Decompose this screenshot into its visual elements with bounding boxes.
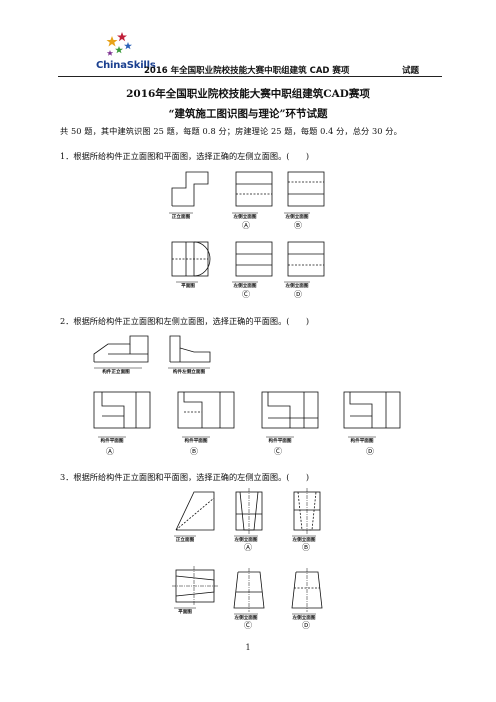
- q2-option-a: Ⓐ: [106, 447, 114, 456]
- q3-left-caption-c: 左侧立面图: [234, 614, 258, 621]
- question-2-figure: 构件正立面图 构件左侧立面图 构件平面图 Ⓐ 构件平面图 Ⓑ 构件平面图 Ⓒ: [93, 335, 319, 456]
- q3-left-caption-d: 左侧立面图: [292, 614, 316, 621]
- q1-left-caption-b: 左侧立面图: [285, 213, 309, 220]
- q2-front-caption: 构件正立面图: [102, 368, 130, 375]
- question-1-text: 1．根据所给构件正立面图和平面图，选择正确的左侧立面图。( ): [60, 151, 310, 161]
- q2-plan-caption-c: 构件平面图: [269, 437, 292, 444]
- question-3-figure: 正立面图 左侧立面图 Ⓐ 左侧立面图 Ⓑ 平面图 左侧立面图 Ⓒ 左侧立面图 Ⓓ: [172, 488, 323, 630]
- q3-left-caption-b: 左侧立面图: [292, 536, 316, 543]
- q2-plan-caption-b: 构件平面图: [185, 437, 208, 444]
- q1-front-caption: 正立面图: [172, 213, 191, 220]
- q2-option-d: Ⓓ: [366, 447, 374, 456]
- q3-option-a: Ⓐ: [244, 543, 252, 552]
- question-2-text: 2．根据所给构件正立面图和左侧立面图，选择正确的平面图。( ): [60, 316, 310, 326]
- q2-left-caption: 构件左侧立面图: [173, 368, 206, 375]
- q1-left-caption-d: 左侧立面图: [285, 282, 309, 289]
- header-title: 2016 年全国职业院校技能大赛中职组建筑 CAD 赛项: [144, 66, 350, 76]
- q3-option-c: Ⓒ: [244, 621, 252, 630]
- q2-option-b: Ⓑ: [190, 447, 198, 456]
- q1-plan-caption: 平面图: [181, 282, 195, 289]
- q1-left-caption-c: 左侧立面图: [233, 282, 257, 289]
- q1-option-b: Ⓑ: [294, 221, 302, 230]
- q2-plan-caption-a: 构件平面图: [101, 437, 124, 444]
- q1-option-c: Ⓒ: [242, 290, 250, 299]
- q3-left-caption-a: 左侧立面图: [234, 536, 258, 543]
- q1-left-caption-a: 左侧立面图: [233, 213, 257, 220]
- q3-plan-caption: 平面图: [178, 608, 192, 615]
- chinaskills-logo-icon: [106, 32, 132, 56]
- q3-front-caption: 正立面图: [176, 536, 195, 543]
- q1-option-d: Ⓓ: [294, 290, 302, 299]
- q1-option-a: Ⓐ: [242, 221, 250, 230]
- document-subtitle: “建筑施工图识图与理论”环节试题: [168, 108, 328, 120]
- q3-option-b: Ⓑ: [302, 543, 310, 552]
- header-label: 试题: [402, 66, 420, 76]
- q2-option-c: Ⓒ: [274, 447, 282, 456]
- header-divider: [58, 76, 442, 77]
- q2-plan-caption-d: 构件平面图: [351, 437, 374, 444]
- document-intro: 共 50 题，其中建筑识图 25 题，每题 0.8 分；房建理论 25 题，每题…: [60, 126, 402, 136]
- q3-option-d: Ⓓ: [302, 621, 310, 630]
- document-title: 2016年全国职业院校技能大赛中职组建筑CAD赛项: [126, 88, 370, 100]
- question-3-text: 3．根据所给构件正立面图和平面图，选择正确的左侧立面图。( ): [60, 472, 310, 482]
- question-2-option-d-figure: 构件平面图 Ⓓ: [343, 391, 401, 456]
- brand-name: ChinaSkills: [96, 60, 156, 71]
- page-number: 1: [245, 643, 251, 652]
- question-1-figure: 正立面图 左侧立面图 Ⓐ 左侧立面图 Ⓑ 平面图 左侧立面图 Ⓒ 左侧立面图 Ⓓ: [169, 171, 325, 299]
